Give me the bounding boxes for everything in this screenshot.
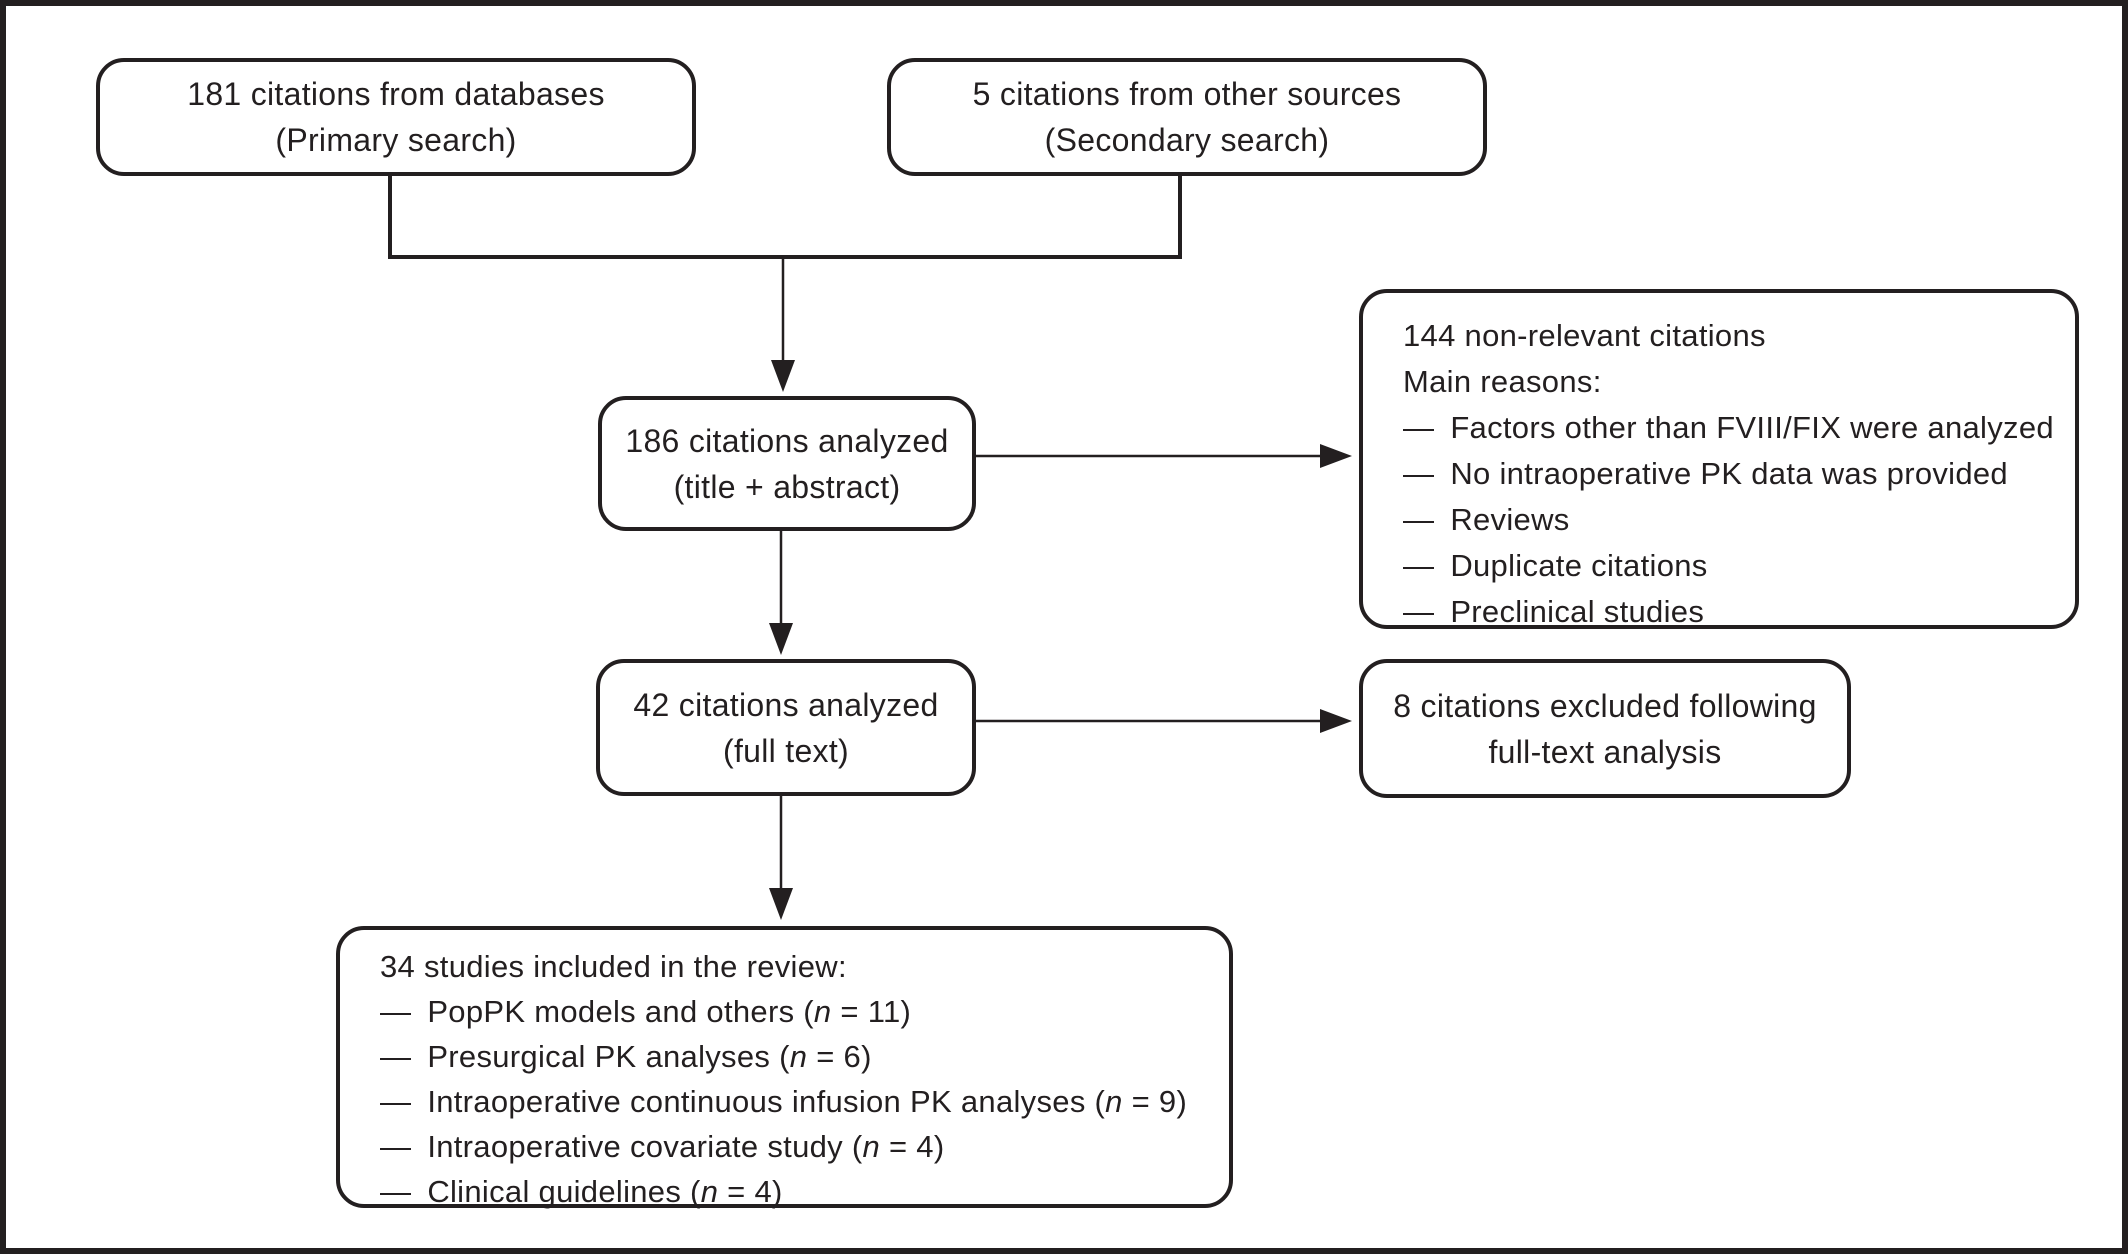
bullet-dash: — [380,1084,412,1119]
box-non-relevant-citations: 144 non-relevant citations Main reasons:… [1359,289,2079,629]
arrowhead-to-included [769,888,793,920]
box-text-line: (full text) [723,732,849,769]
arrowhead-to-title-abstract [771,360,795,392]
bullet-dash: — [1403,548,1435,583]
box-text-line: (title + abstract) [673,468,901,505]
bullet-dash: — [380,994,412,1029]
arrowhead-to-excluded [1320,709,1352,733]
bullet-line: —Duplicate citations [1403,543,2045,589]
box-title-abstract-screening: 186 citations analyzed (title + abstract… [598,396,976,531]
box-text-line: (Secondary search) [1044,122,1330,158]
box-text-line: 42 citations analyzed [633,686,939,723]
box-subtitle: Main reasons: [1403,364,1602,399]
bullet-dash: — [380,1039,412,1074]
arrowhead-to-non-relevant [1320,444,1352,468]
variable-n: n [862,1129,881,1164]
bullet-line: —Factors other than FVIII/FIX were analy… [1403,405,2054,451]
box-text-line: 8 citations excluded following [1393,687,1817,724]
box-title: 144 non-relevant citations [1403,318,1766,353]
exclusion-reason-list: —Factors other than FVIII/FIX were analy… [1403,405,2054,635]
bullet-line: —Presurgical PK analyses (n = 6) [380,1034,1199,1079]
included-study-list: —PopPK models and others (n = 11)—Presur… [380,989,1199,1214]
box-text-line: 186 citations analyzed [625,422,949,459]
box-full-text-screening: 42 citations analyzed (full text) [596,659,976,796]
box-text-line: full-text analysis [1488,733,1722,770]
bullet-line: —Reviews [1403,497,2045,543]
box-title: 34 studies included in the review: [380,949,847,984]
bullet-line: —PopPK models and others (n = 11) [380,989,1199,1034]
bullet-line: —Intraoperative covariate study (n = 4) [380,1124,1199,1169]
variable-n: n [1105,1084,1123,1119]
bullet-dash: — [380,1129,412,1164]
box-text-line: 181 citations from databases [187,76,605,112]
bullet-line: —Preclinical studies [1403,589,2045,635]
bullet-dash: — [380,1174,412,1209]
bullet-dash: — [1403,502,1435,537]
arrowhead-to-full-text [769,623,793,655]
box-text-line: (Primary search) [275,122,517,158]
bullet-line: —Intraoperative continuous infusion PK a… [380,1079,1199,1124]
variable-n: n [700,1174,719,1209]
bullet-dash: — [1403,594,1435,629]
bullet-line: —Clinical guidelines (n = 4) [380,1169,1199,1214]
variable-n: n [813,994,832,1029]
box-secondary-search: 5 citations from other sources (Secondar… [887,58,1487,176]
bullet-dash: — [1403,456,1435,491]
box-primary-search: 181 citations from databases (Primary se… [96,58,696,176]
bullet-line: —No intraoperative PK data was provided [1403,451,2045,497]
bullet-dash: — [1403,410,1435,445]
box-included-studies: 34 studies included in the review: —PopP… [336,926,1233,1209]
variable-n: n [789,1039,808,1074]
box-text-line: 5 citations from other sources [972,76,1402,112]
box-excluded-full-text: 8 citations excluded following full-text… [1359,659,1851,798]
